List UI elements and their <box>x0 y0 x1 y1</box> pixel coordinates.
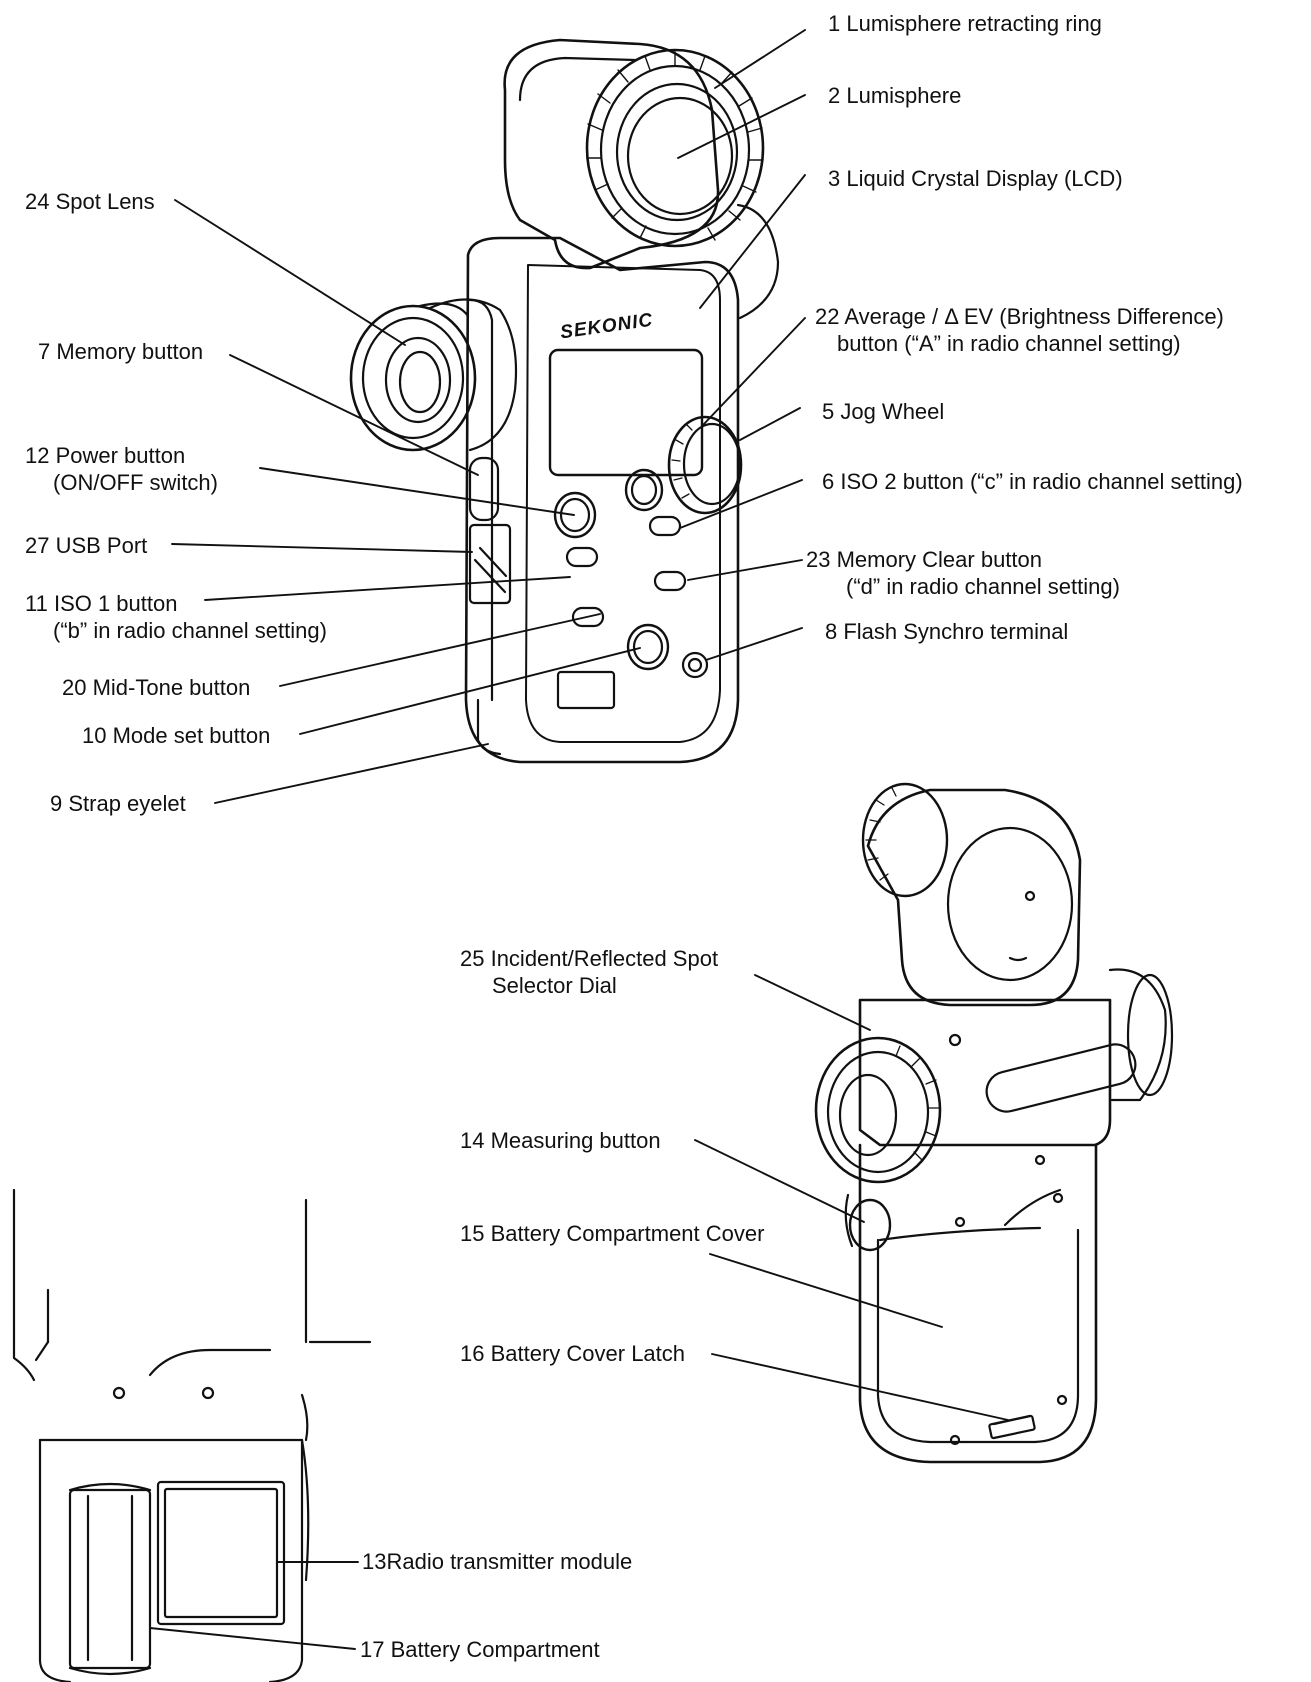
label-iso1-line1: 11 ISO 1 button <box>25 591 178 616</box>
leader-12 <box>259 467 575 516</box>
label-power-line1: 12 Power button <box>25 443 186 468</box>
leader-22 <box>702 317 806 426</box>
leader-11 <box>204 576 571 601</box>
label-jog-wheel: 5 Jog Wheel <box>822 399 945 424</box>
label-selector-dial-line1: 25 Incident/Reflected Spot <box>460 946 719 971</box>
label-memory-clear-line2: (“d” in radio channel setting) <box>846 574 1120 599</box>
leader-14 <box>694 1139 865 1223</box>
label-lcd: 3 Liquid Crystal Display (LCD) <box>828 166 1123 191</box>
leader-25 <box>754 974 871 1031</box>
label-battery-compartment-cover: 15 Battery Compartment Cover <box>460 1221 765 1246</box>
label-mid-tone-button: 20 Mid-Tone button <box>62 675 251 700</box>
leader-1 <box>714 29 806 89</box>
label-usb-port: 27 USB Port <box>25 533 148 558</box>
label-battery-cover-latch: 16 Battery Cover Latch <box>460 1341 686 1366</box>
label-lumisphere: 2 Lumisphere <box>828 83 962 108</box>
label-battery-compartment: 17 Battery Compartment <box>360 1637 600 1662</box>
label-power-button: 12 Power button (ON/OFF switch) <box>25 442 218 496</box>
leader-10 <box>299 647 641 735</box>
label-iso2-button: 6 ISO 2 button (“c” in radio channel set… <box>822 469 1243 494</box>
leader-27 <box>171 543 473 553</box>
label-mode-set-button: 10 Mode set button <box>82 723 271 748</box>
label-power-line2: (ON/OFF switch) <box>53 470 218 495</box>
leader-24 <box>174 199 406 346</box>
label-measuring-button: 14 Measuring button <box>460 1128 661 1153</box>
ring-knurling <box>586 51 764 241</box>
label-average-ev-button: 22 Average / Δ EV (Brightness Difference… <box>815 303 1224 357</box>
leader-3 <box>699 174 806 309</box>
label-flash-synchro-terminal: 8 Flash Synchro terminal <box>825 619 1069 644</box>
battery-compartment-inset <box>12 1188 372 1682</box>
leader-8 <box>705 627 803 661</box>
leader-lines <box>149 29 1009 1650</box>
label-memory-button: 7 Memory button <box>38 339 204 364</box>
label-strap-eyelet: 9 Strap eyelet <box>50 791 186 816</box>
leader-20 <box>279 613 601 687</box>
label-selector-dial: 25 Incident/Reflected Spot Selector Dial <box>460 945 718 999</box>
leader-17 <box>149 1627 356 1650</box>
label-memory-clear-line1: 23 Memory Clear button <box>806 547 1042 572</box>
leader-5 <box>739 407 801 441</box>
leader-6 <box>679 479 803 529</box>
label-average-ev-line2: button (“A” in radio channel setting) <box>837 331 1181 356</box>
leader-2 <box>677 94 806 159</box>
label-iso1-button: 11 ISO 1 button (“b” in radio channel se… <box>25 590 327 644</box>
leader-15 <box>709 1253 943 1328</box>
leader-23 <box>687 559 803 581</box>
label-selector-dial-line2: Selector Dial <box>492 973 617 998</box>
label-average-ev-line1: 22 Average / Δ EV (Brightness Difference… <box>815 304 1224 329</box>
label-spot-lens: 24 Spot Lens <box>25 189 155 214</box>
front-view-meter <box>349 38 780 764</box>
leader-7 <box>229 354 479 476</box>
label-radio-transmitter-module: 13Radio transmitter module <box>362 1549 633 1574</box>
label-iso1-line2: (“b” in radio channel setting) <box>53 618 327 643</box>
leader-9 <box>214 743 489 804</box>
label-memory-clear-button: 23 Memory Clear button (“d” in radio cha… <box>806 546 1120 600</box>
leader-16 <box>711 1353 1009 1421</box>
rear-view-meter <box>814 782 1174 1464</box>
label-lumisphere-retracting-ring: 1 Lumisphere retracting ring <box>828 11 1102 36</box>
